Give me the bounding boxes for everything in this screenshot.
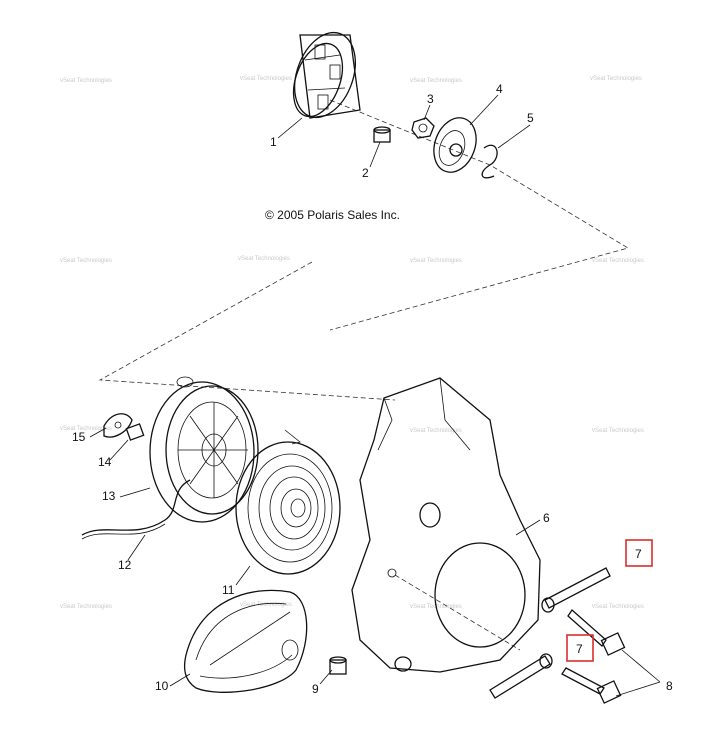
leader-2 [369,141,381,168]
leader-4 [469,94,499,126]
watermark: vSeat Technologies [60,426,112,432]
watermark: vSeat Technologies [592,604,644,610]
leader-1 [277,117,303,139]
watermark: vSeat Technologies [60,78,112,84]
leader-14 [109,439,129,461]
assembly-line-upper [329,99,630,331]
highlight-box [625,539,653,567]
watermark: vSeat Technologies [60,604,112,610]
callouts: 1 2 3 4 5 6 8 9 10 11 12 13 14 15 [72,82,673,696]
watermark: vSeat Technologies [238,256,290,262]
part-15-pawl [103,413,133,438]
highlight-callout-7-upper[interactable]: 7 [625,539,653,567]
callout-6: 6 [543,511,550,525]
callout-5: 5 [527,111,534,125]
part-7-bolt-upper [541,567,611,613]
part-1-cup [292,31,361,119]
assembly-line-bolt [394,574,521,651]
part-14-pin [125,423,145,441]
callout-13: 13 [102,489,116,503]
part-7-bolt-lower [489,653,553,699]
copyright-text: © 2005 Polaris Sales Inc. [265,208,400,222]
leader-3 [423,104,431,121]
part-4-pulley [433,117,477,173]
watermark: vSeat Technologies [60,258,112,264]
watermark: vSeat Technologies [410,258,462,264]
highlight-box [566,634,594,662]
callout-11: 11 [222,583,235,597]
part-10-handle [183,589,308,693]
part-13-reel [149,376,259,523]
part-8-bolts [561,609,626,704]
watermark: vSeat Technologies [410,78,462,84]
part-2-bolt [373,126,391,143]
leader-lines [89,94,661,697]
assembly-lines [98,99,630,651]
leader-15 [89,427,107,438]
leader-9 [319,669,333,685]
leader-10 [169,673,191,687]
part-5-clip [481,144,498,179]
watermark: vSeat Technologies [240,76,292,82]
watermark-layer: vSeat Technologies vSeat Technologies vS… [60,76,644,610]
callout-1: 1 [270,135,277,149]
part-11-spring [235,429,341,575]
callout-7-upper: 7 [635,547,642,561]
callout-3: 3 [427,92,434,106]
leader-5 [497,124,531,149]
callout-2: 2 [362,166,369,180]
watermark: vSeat Technologies [592,428,644,434]
leader-8b [615,681,661,697]
callout-15: 15 [72,430,86,444]
part-3-nut [411,117,435,139]
callout-9: 9 [312,682,319,696]
watermark: vSeat Technologies [590,76,642,82]
leader-6 [515,519,541,536]
assembly-line-lower [98,261,396,401]
callout-8: 8 [666,679,673,693]
leader-11 [235,565,251,586]
highlight-callout-7-lower[interactable]: 7 [566,634,594,662]
callout-14: 14 [98,455,112,469]
watermark: vSeat Technologies [240,602,292,608]
watermark: vSeat Technologies [410,428,462,434]
leader-13 [119,487,151,498]
part-12-rope [81,479,191,540]
watermark: vSeat Technologies [592,258,644,264]
part-6-housing [351,377,541,673]
leader-8a [621,649,661,683]
callout-12: 12 [118,558,132,572]
callout-7-lower: 7 [576,642,583,656]
callout-4: 4 [496,82,503,96]
part-9-fitting [329,656,347,675]
callout-10: 10 [155,679,169,693]
leader-12 [127,534,146,561]
